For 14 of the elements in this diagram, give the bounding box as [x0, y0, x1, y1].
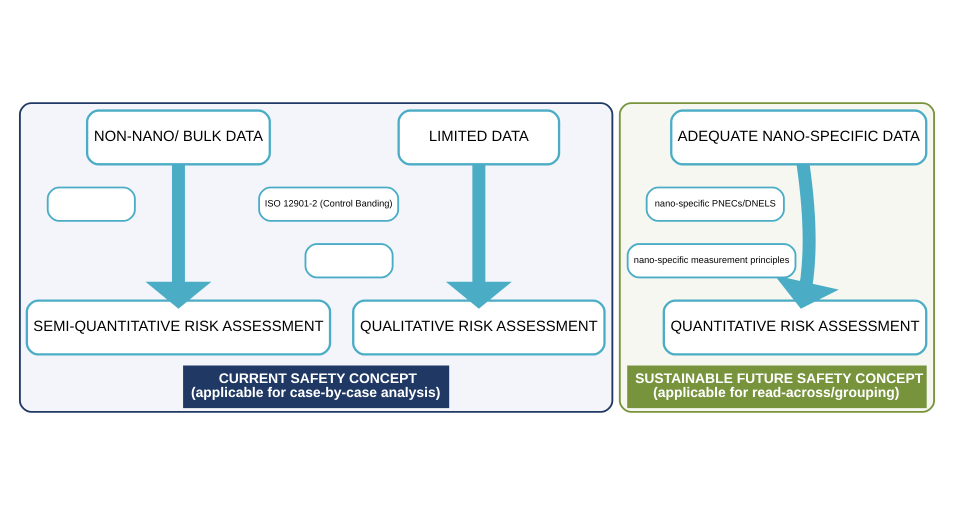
node-box: nano-specific PNECs/DNELS	[646, 186, 785, 222]
node-box: nano-specific measurement principles	[626, 243, 796, 278]
node-box: ISO 12901-2 (Control Banding)	[258, 186, 400, 222]
node-box	[46, 186, 136, 222]
arrow	[145, 164, 212, 309]
node-box: QUALITATIVE RISK ASSESSMENT	[352, 299, 606, 356]
node-box: NON-NANO/ BULK DATA	[86, 109, 271, 166]
arrow	[446, 164, 512, 309]
node-box: QUANTITATIVE RISK ASSESSMENT	[662, 299, 928, 356]
arrow	[774, 163, 839, 309]
node-box: LIMITED DATA	[398, 109, 560, 166]
node-box: SEMI-QUANTITATIVE RISK ASSESSMENT	[26, 299, 332, 356]
node-box: ADEQUATE NANO-SPECIFIC DATA	[670, 109, 928, 166]
node-box	[304, 243, 394, 278]
